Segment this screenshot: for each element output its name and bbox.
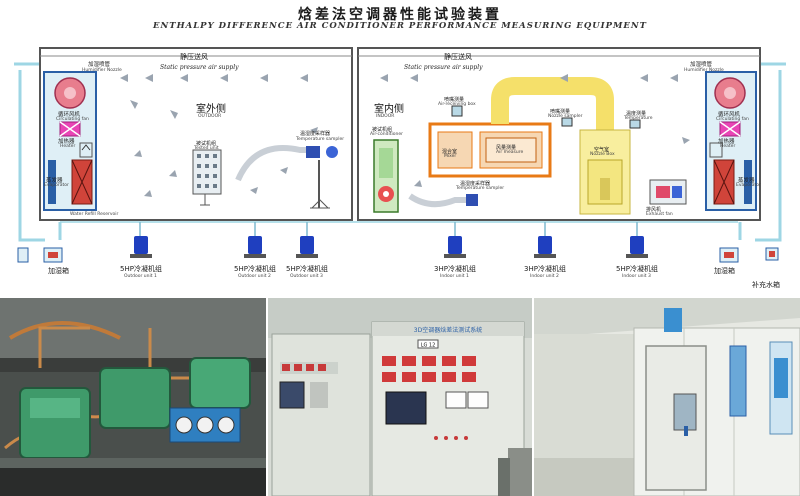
u5-cn: 3HP冷凝机组 [524,265,566,273]
compressor-2 [99,367,171,429]
outdoor-static-cn: 静压送风 [180,53,208,61]
cabinet-title: 3D空调器焓差法测试系统 [414,326,482,334]
photo-chamber [534,298,800,496]
indoor-mixer-cn: 温度测量 [626,111,647,117]
indoor-measure-cn: 风量测量 [496,145,517,151]
outdoor-tested-en: Tested unit [194,146,219,151]
indoor-heater-en: Heater [720,144,736,149]
u6-cn: 5HP冷凝机组 [616,265,658,273]
outdoor-humidifier-cn: 加湿喷管 [88,62,111,68]
indoor-side-cn: 室内侧 [374,104,404,115]
chamber-window [673,393,697,431]
outdoor-side-cn: 室外侧 [196,104,226,115]
left-vertical-duct [18,70,45,242]
outer-duct-loop [14,62,786,242]
indoor-tested-en: Air-conditioner [370,132,403,137]
indoor-fan-cn: 循环风机 [718,112,741,118]
indoor-nozzle-cn: 喷嘴测量 [444,97,465,103]
room-walls [39,47,761,221]
diagram-svg [14,47,786,263]
condensing-units [130,222,648,258]
indoor-humidifier-cn: 加湿喷管 [690,62,713,68]
title-en: ENTHALPY DIFFERENCE AIR CONDITIONER PERF… [153,21,647,31]
indoor-mixer-en: Temperature [624,116,653,121]
pump-u3 [296,236,318,258]
u2-en: Outdoor unit 2 [238,274,271,279]
indoor-exhaust-en: Exhaust fan [646,212,673,217]
outdoor-evap-en: Evaporator [44,183,69,188]
outdoor-room [39,47,353,221]
indoor-flow-arrows [380,74,690,187]
indoor-box-en: Mixer [444,154,457,159]
indoor-heater-cn: 加热器 [718,139,735,145]
u4-cn: 3HP冷凝机组 [434,265,476,273]
indoor-measure-en: Air measure [496,150,524,155]
indoor-yellow-duct [491,77,631,215]
left-humid-cn: 加湿箱 [48,267,69,275]
outdoor-static-en: Static pressure air supply [160,64,239,71]
indoor-static-cn: 静压送风 [444,53,472,61]
compressor-3 [189,357,251,409]
outdoor-humidifier-en: Humidifier Nozzle [82,68,122,73]
outdoor-flow-arrows [120,74,318,197]
water-tank-cn: 补充水箱 [752,281,780,289]
indoor-exhaust-cn: 排风机 [646,207,662,213]
u6-en: Indoor unit 3 [622,274,651,279]
indoor-static-en: Static pressure air supply [404,64,483,71]
u4-en: Indoor unit 1 [440,274,469,279]
outdoor-heater-cn: 加热器 [58,139,75,145]
outdoor-sampler-en: Temperature sampler [296,137,345,142]
indoor-nozzle2-cn: 喷嘴测量 [550,109,571,115]
indoor-humidifier-en: Humidifier Nozzle [684,68,724,73]
indoor-fanbox-cn: 空气室 [594,147,610,153]
indoor-nozzle-box [428,122,552,178]
indoor-evap-en: Evaporator [736,183,761,188]
outdoor-water-en: Water Refill Reservoir [70,212,119,217]
outdoor-sampler-cn: 温湿度采样器 [300,131,331,137]
outdoor-evap-cn: 蒸发器 [46,178,63,184]
indoor-tested-cn: 被试机组 [372,127,393,133]
u1-en: Outdoor unit 1 [124,274,157,279]
u5-en: Indoor unit 2 [530,274,559,279]
right-vertical-duct [755,70,782,242]
indoor-evap-cn: 蒸发器 [738,178,755,184]
pump-u5 [534,236,556,258]
u3-en: Outdoor unit 3 [290,274,323,279]
outdoor-fan-en: Circulating fan [56,117,89,122]
indoor-nozzle2-en: Nozzle sampler [548,114,583,119]
pump-u6 [626,236,648,258]
outdoor-heater-en: Heater [60,144,76,149]
title-cn: 焓差法空调器性能试验装置 [298,7,502,23]
touch-screen [385,391,427,425]
indoor-nozzle-en: Air-receiving box [438,102,476,107]
u3-cn: 5HP冷凝机组 [286,265,328,273]
indoor-room [357,47,761,221]
photo-compressors [0,298,266,496]
outdoor-side-en: OUTDOOR [198,114,222,119]
indoor-box-cn: 混合室 [442,149,458,155]
humidifier-boxes [17,247,779,263]
pump-u2 [244,236,266,258]
indoor-fanbox-en: Nozzle Box [590,152,615,157]
u2-cn: 5HP冷凝机组 [234,265,276,273]
indoor-sampler2-cn: 温湿度采样器 [460,181,491,187]
pump-u4 [444,236,466,258]
indoor-fan-en: Circulating fan [716,117,749,122]
photo-cabinets: 3D空调器焓差法测试系统 LG 12 [268,298,532,496]
outdoor-tested-cn: 被试机组 [196,141,217,147]
u1-cn: 5HP冷凝机组 [120,265,162,273]
outdoor-fan-cn: 循环风机 [58,112,81,118]
indoor-sampler2-en: Temperature sampler [456,186,505,191]
panel-badge: LG 12 [421,343,436,349]
pump-u1 [130,236,152,258]
indoor-side-en: INDOOR [376,114,395,119]
right-humid-cn: 加湿箱 [714,267,735,275]
